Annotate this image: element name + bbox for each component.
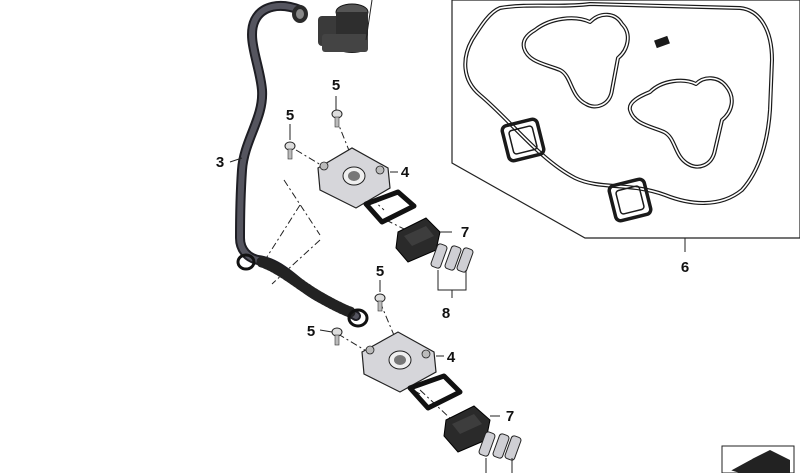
seal-ring-upper	[363, 189, 417, 225]
vent-hose: 3	[216, 0, 369, 328]
grommets-upper	[430, 243, 474, 273]
callout-5-upper-a: 5	[332, 77, 340, 94]
screw-lower-b	[331, 327, 343, 346]
screw-upper-a	[331, 109, 343, 128]
gasket-set-frame	[451, 0, 800, 239]
callout-7-upper: 7	[461, 224, 469, 241]
callout-5-lower-a: 5	[376, 263, 384, 280]
screw-upper-b	[284, 141, 296, 160]
screw-lower-a	[374, 293, 386, 312]
lower-cover-assembly: 5 5 4 7	[307, 263, 522, 473]
valve-cover-gasket	[463, 2, 774, 205]
callout-6: 6	[681, 259, 689, 276]
callout-5-lower-b: 5	[307, 323, 315, 340]
callout-7-lower: 7	[506, 408, 514, 425]
upper-cover-assembly: 5 5 4 7 8	[264, 77, 474, 322]
inner-gasket-right	[627, 76, 734, 169]
callout-4-upper: 4	[401, 164, 410, 181]
grommets-lower	[478, 431, 522, 461]
corner-arrow-icon	[721, 445, 795, 473]
callout-8: 8	[442, 305, 450, 322]
callout-5-upper-b: 5	[286, 107, 294, 124]
plug-seal-right	[607, 177, 653, 223]
plug-seal-left	[500, 117, 546, 163]
callout-3: 3	[216, 154, 224, 171]
seal-ring-lower	[407, 373, 463, 411]
gasket-set-group: 6	[451, 0, 800, 276]
callout-4-lower: 4	[447, 349, 456, 366]
valve-icon	[318, 0, 373, 53]
